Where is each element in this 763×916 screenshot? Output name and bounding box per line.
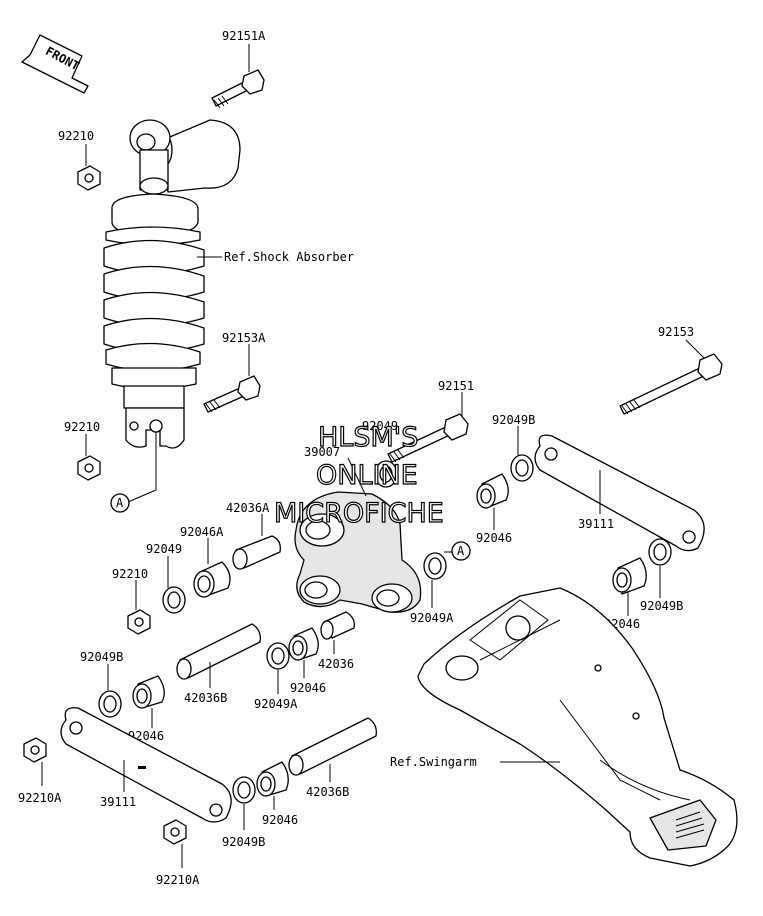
watermark-line-3: MICROFICHE xyxy=(274,498,444,529)
bolt-92153A xyxy=(203,375,261,413)
label-92049B-bottom: 92049B xyxy=(222,835,265,849)
shock-absorber xyxy=(103,119,241,449)
nut-92210A-top xyxy=(23,737,47,763)
label-39111-left: 39111 xyxy=(100,795,136,809)
label-42036-mid: 42036 xyxy=(318,657,354,671)
label-92210-top: 92210 xyxy=(58,129,94,143)
swingarm xyxy=(417,587,738,867)
label-92153: 92153 xyxy=(658,325,694,339)
label-92049-left: 92049 xyxy=(146,542,182,556)
rocker-arm-39007 xyxy=(294,491,422,613)
callout-a-left xyxy=(110,493,130,513)
nut-92210-left xyxy=(127,609,151,635)
bolt-92151A xyxy=(211,69,265,109)
label-42036B-left: 42036B xyxy=(184,691,227,705)
bearing-92046A xyxy=(193,561,231,598)
label-92046-bottom: 92046 xyxy=(262,813,298,827)
collar-42036A xyxy=(232,535,281,570)
bearing-92046-bottom xyxy=(256,761,289,797)
nut-92210-top xyxy=(77,165,101,191)
collar-42036B-bottom xyxy=(288,717,377,776)
label-92049-top: 92049 xyxy=(362,419,398,433)
label-39111-right: 39111 xyxy=(578,517,614,531)
link-rod-39111-right xyxy=(534,434,705,552)
callout-a-right xyxy=(451,541,471,561)
callout-a-left-letter: A xyxy=(116,496,124,510)
label-92151: 92151 xyxy=(438,379,474,393)
label-92049B-top: 92049B xyxy=(492,413,535,427)
label-39007: 39007 xyxy=(304,445,340,459)
front-arrow-icon: FRONT xyxy=(21,34,89,94)
callout-a-right-letter: A xyxy=(457,544,465,558)
label-92049B-left: 92049B xyxy=(80,650,123,664)
nut-92210-shock-lower xyxy=(77,455,101,481)
label-92210-left: 92210 xyxy=(112,567,148,581)
bearing-92046-top xyxy=(476,473,509,509)
bolt-92151 xyxy=(387,413,469,463)
collar-42036-mid xyxy=(320,611,355,640)
bearing-92046-right xyxy=(612,557,647,595)
label-92049B-right: 92049B xyxy=(640,599,683,613)
label-42036A: 42036A xyxy=(226,501,270,515)
label-92049A-right: 92049A xyxy=(410,611,454,625)
label-92049A-mid: 92049A xyxy=(254,697,298,711)
nut-92210A-bottom xyxy=(163,819,187,845)
label-92046-top: 92046 xyxy=(476,531,512,545)
label-92210-shock-lower: 92210 xyxy=(64,420,100,434)
ref-shock-absorber: Ref.Shock Absorber xyxy=(224,250,354,264)
label-42036B-bottom: 42036B xyxy=(306,785,349,799)
label-92210A-top: 92210A xyxy=(18,791,62,805)
label-92210A-bottom: 92210A xyxy=(156,873,200,887)
collar-42036B-left xyxy=(176,623,261,680)
bearing-92046-mid xyxy=(288,627,319,661)
watermark-line-1: HLSM'S xyxy=(318,422,418,453)
label-92151A: 92151A xyxy=(222,29,266,43)
label-92153A: 92153A xyxy=(222,331,266,345)
watermark-line-2: ONLINE xyxy=(316,460,418,491)
link-rod-39111-left xyxy=(60,707,232,823)
bolt-92153 xyxy=(619,353,723,415)
label-92046A: 92046A xyxy=(180,525,224,539)
ref-swingarm: Ref.Swingarm xyxy=(390,755,477,769)
label-92046-mid: 92046 xyxy=(290,681,326,695)
bearing-92046-left xyxy=(132,675,165,709)
